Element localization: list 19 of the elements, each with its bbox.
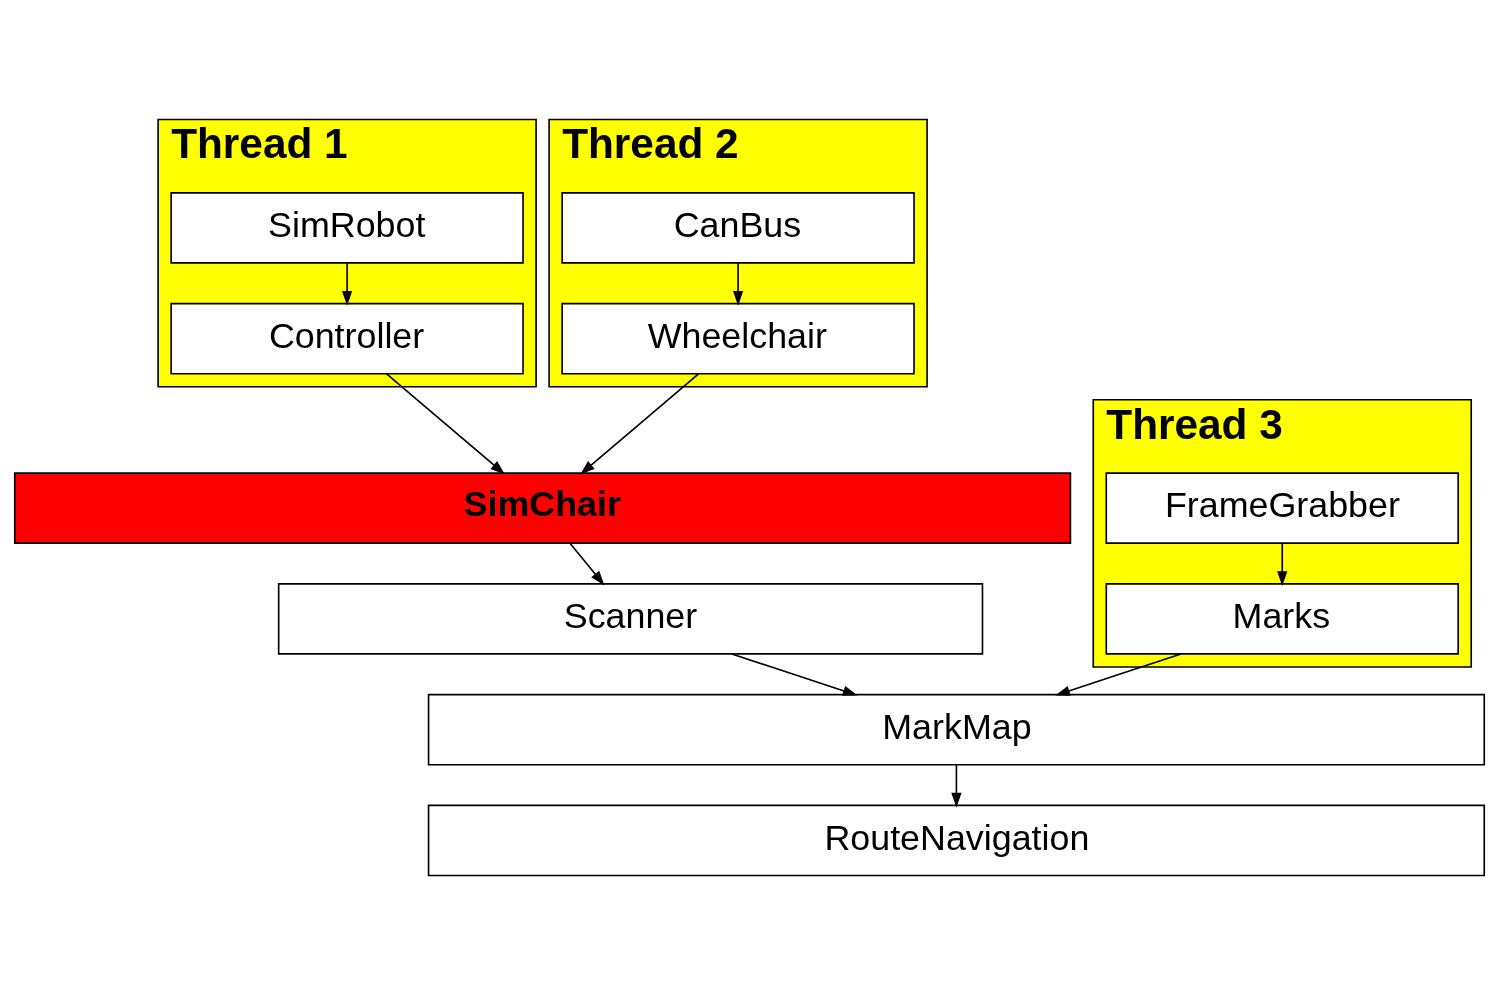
arrow (569, 541, 605, 585)
node-box: RouteNavigation (427, 804, 1486, 876)
arrow (1055, 652, 1182, 696)
arrow (731, 652, 858, 696)
node-box: CanBus (561, 191, 915, 264)
node-box: FrameGrabber (1105, 471, 1459, 544)
arrow (580, 372, 700, 474)
node-box: Controller (170, 302, 524, 374)
node-box: Marks (1105, 582, 1459, 655)
node-box: MarkMap (427, 693, 1486, 765)
arrow (732, 261, 744, 306)
node-box: SimChair (13, 471, 1072, 544)
node-box: Wheelchair (561, 302, 915, 374)
arrow (951, 763, 962, 807)
node-box: SimRobot (170, 191, 524, 264)
arrow (1277, 541, 1288, 586)
arrow (341, 261, 353, 306)
arrow (385, 372, 505, 474)
node-box: Scanner (277, 582, 984, 655)
